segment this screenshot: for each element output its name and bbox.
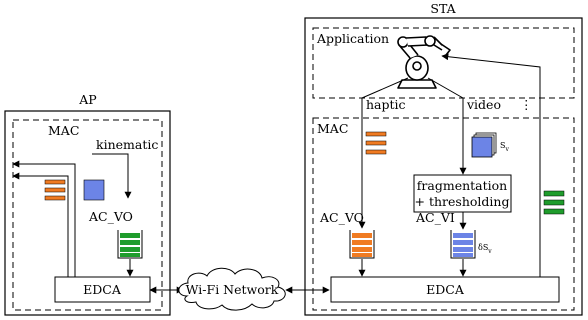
ap-feedback-arrow-2 xyxy=(12,172,69,277)
sta-edca-box xyxy=(330,276,560,303)
sta-green-packets xyxy=(543,190,565,215)
sta-title: STA xyxy=(430,1,456,16)
ap-orange-packets xyxy=(44,179,66,201)
wifi-network-label: Wi-Fi Network xyxy=(186,282,279,297)
kinematic-arrow xyxy=(92,153,132,199)
more-flows-ellipsis: ⋮ xyxy=(520,97,533,112)
ap-mac-box xyxy=(12,119,163,311)
sta-ac-vi-label: AC_VI xyxy=(415,210,455,225)
video-label: video xyxy=(466,97,501,112)
fragmentation-box xyxy=(413,174,512,213)
sta-mac-box xyxy=(312,117,575,311)
thresholding-label: + thresholding xyxy=(415,194,510,209)
haptic-label: haptic xyxy=(366,97,406,112)
ap-blue-packet xyxy=(83,179,105,201)
ap-ac-vo-queue xyxy=(117,230,143,259)
fragmentation-label: fragmentation xyxy=(417,178,507,193)
ap-edca-label: EDCA xyxy=(83,282,122,297)
robot-arm-icon xyxy=(397,35,451,89)
sta-orange-packets xyxy=(365,131,387,155)
ap-kinematic-label: kinematic xyxy=(96,137,158,152)
sv-label: Sv xyxy=(500,141,509,153)
sta-application-label: Application xyxy=(316,31,389,46)
sta-outer-box xyxy=(304,17,583,316)
video-frame-packet xyxy=(471,132,497,158)
sta-ac-vo-queue xyxy=(349,230,375,259)
sta-ac-vo-label: AC_VO xyxy=(319,210,364,225)
wifi-network-cloud xyxy=(178,267,286,311)
ap-ac-vo-label: AC_VO xyxy=(88,209,133,224)
sta-mac-label: MAC xyxy=(317,121,348,136)
sta-ac-vi-queue xyxy=(450,230,476,259)
sta-edca-label: EDCA xyxy=(426,282,465,297)
haptic-arrow xyxy=(358,77,409,229)
ap-edca-box xyxy=(54,276,151,303)
ap-feedback-arrow-1 xyxy=(12,160,76,277)
ap-mac-label: MAC xyxy=(48,123,79,138)
dsv-label: δSv xyxy=(478,243,492,255)
sta-application-box xyxy=(312,27,575,99)
sta-feedback-arrow xyxy=(441,53,541,277)
ap-title: AP xyxy=(78,92,96,107)
video-arrow xyxy=(427,77,467,175)
ap-outer-box xyxy=(4,110,171,316)
